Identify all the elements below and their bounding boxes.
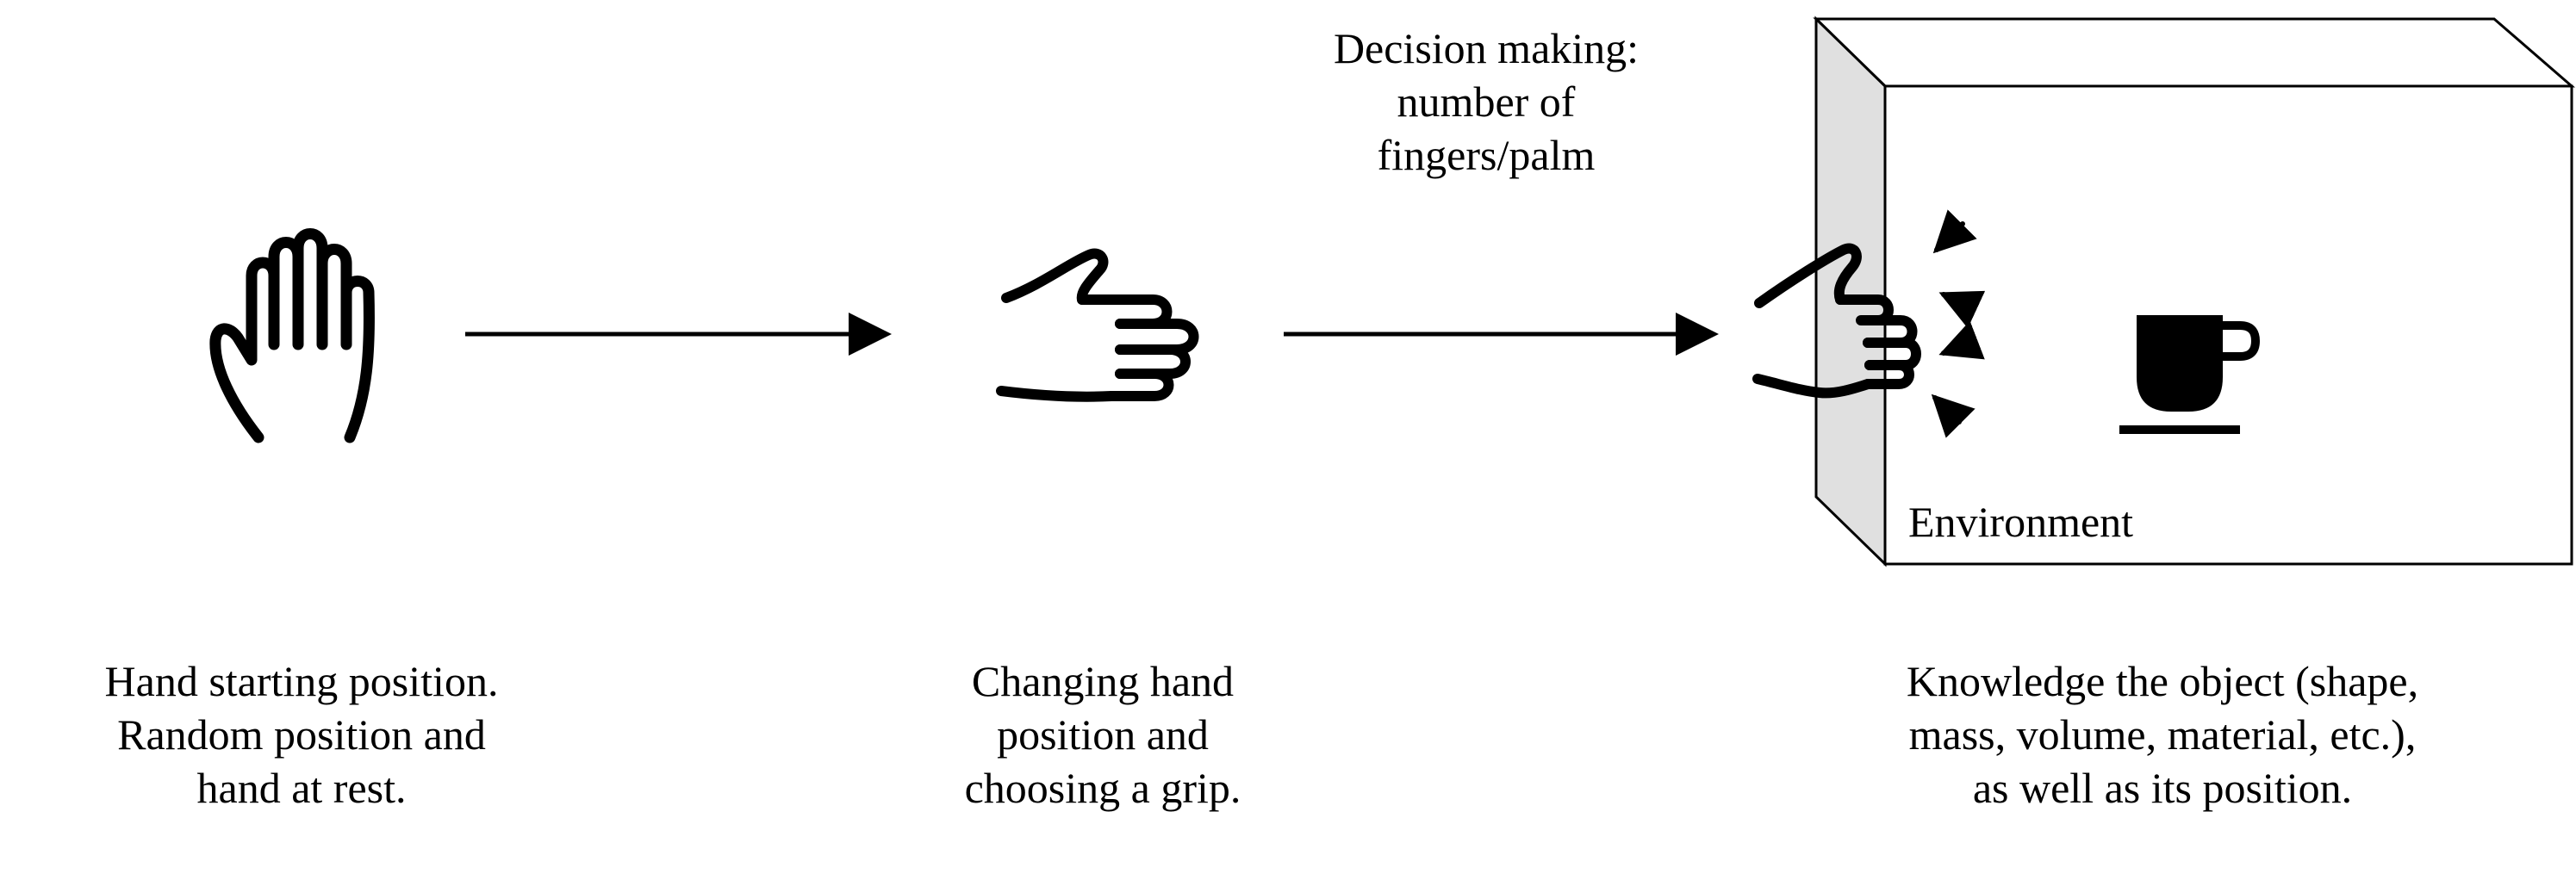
step2-caption-line-1: Changing hand [971,657,1235,705]
environment-label: Environment [1908,495,2218,548]
decision-label-line-1: Decision making: [1333,24,1640,72]
decision-label-line-2: number of [1397,77,1576,126]
step3-caption-line-3: as well as its position. [1972,764,2353,812]
pressure-arrows [1931,209,1986,438]
cup-icon [2119,315,2261,434]
grasping-hand-icon [1752,243,1921,399]
step1-caption: Hand starting position. Random position … [0,654,603,815]
environment-box [1813,15,2576,567]
step3-caption: Knowledge the object (shape, mass, volum… [1792,654,2533,815]
step2-caption-line-2: position and [997,710,1209,759]
open-hand-icon [209,228,375,443]
step3-caption-line-2: mass, volume, material, etc.), [1908,710,2417,759]
step1-caption-line-2: Random position and [117,710,486,759]
step3-caption-line-1: Knowledge the object (shape, [1906,657,2419,705]
pointing-hand-icon [996,248,1199,402]
environment-label-text: Environment [1908,498,2134,546]
step2-caption-line-3: choosing a grip. [964,764,1241,812]
decision-label-line-3: fingers/palm [1377,131,1596,179]
step2-caption: Changing hand position and choosing a gr… [879,654,1327,815]
decision-making-label: Decision making: number of fingers/palm [1258,22,1714,182]
step1-caption-line-1: Hand starting position. [104,657,499,705]
step1-caption-line-3: hand at rest. [196,764,407,812]
